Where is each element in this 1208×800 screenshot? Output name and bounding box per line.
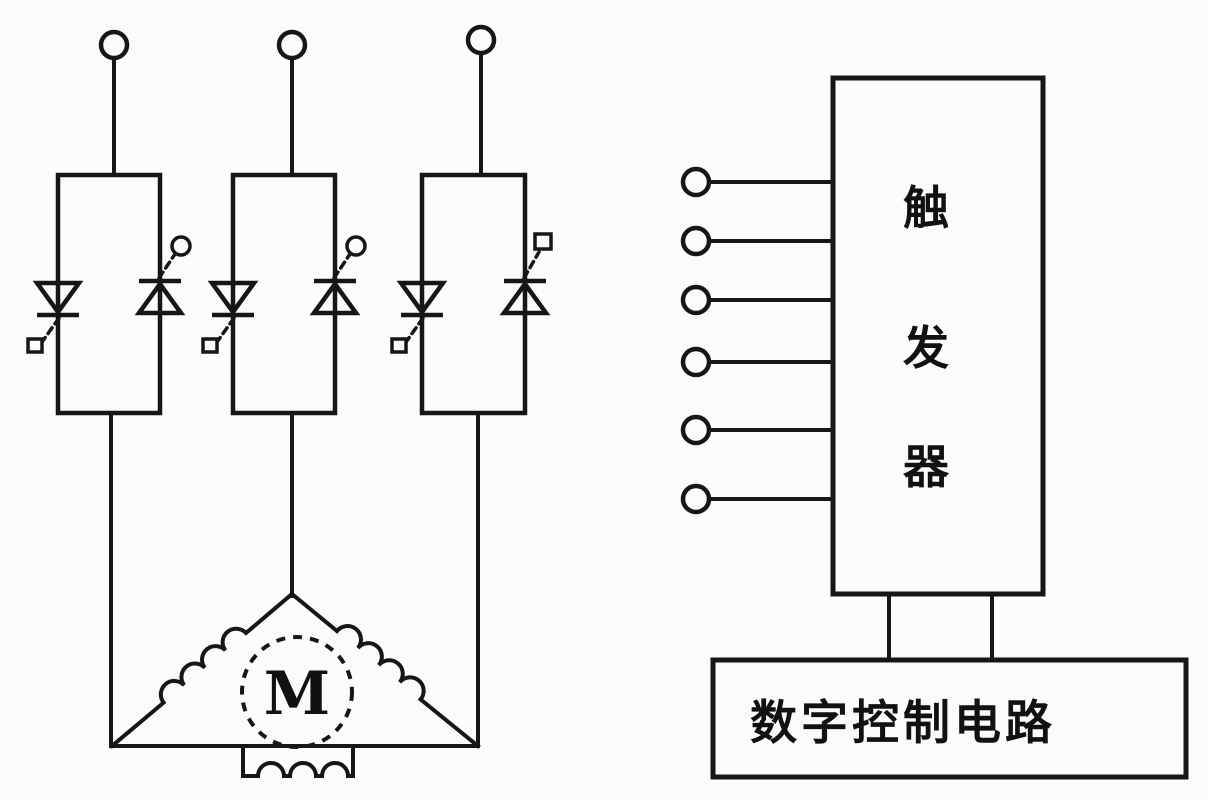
thyristor-forward-icon xyxy=(28,283,79,352)
thyristor-pair-loop xyxy=(419,172,528,416)
thyristor-reverse-icon xyxy=(139,237,190,313)
motor-circle xyxy=(240,635,354,749)
motor-label: M xyxy=(264,659,330,729)
trigger-input-terminal-icon xyxy=(680,346,712,378)
trigger-box xyxy=(830,75,1046,597)
motor-winding-bottom xyxy=(241,744,355,778)
thyristor-forward-icon xyxy=(203,283,254,352)
trigger-input-terminal-icon xyxy=(680,225,712,257)
thyristor-reverse-icon xyxy=(314,237,365,313)
control-box xyxy=(710,657,1189,780)
trigger-input-terminal-icon xyxy=(680,483,712,515)
control-box-label: 数字控制电路 xyxy=(750,696,1056,751)
trigger-box-label-char: 器 xyxy=(903,440,953,494)
thyristor-pair-loop xyxy=(230,172,338,416)
phase-terminal-icon xyxy=(98,29,130,61)
thyristor-reverse-icon xyxy=(504,234,551,313)
thyristor-forward-icon xyxy=(392,283,443,352)
phase-terminal-icon xyxy=(276,29,308,61)
trigger-input-terminal-icon xyxy=(680,166,712,198)
trigger-input-terminal-icon xyxy=(680,284,712,316)
motor-winding-left xyxy=(109,591,295,749)
phase-terminal-icon xyxy=(465,24,497,56)
trigger-input-terminal-icon xyxy=(680,414,712,446)
trigger-box-label-char: 发 xyxy=(903,321,953,375)
trigger-box-label-char: 触 xyxy=(903,181,953,235)
